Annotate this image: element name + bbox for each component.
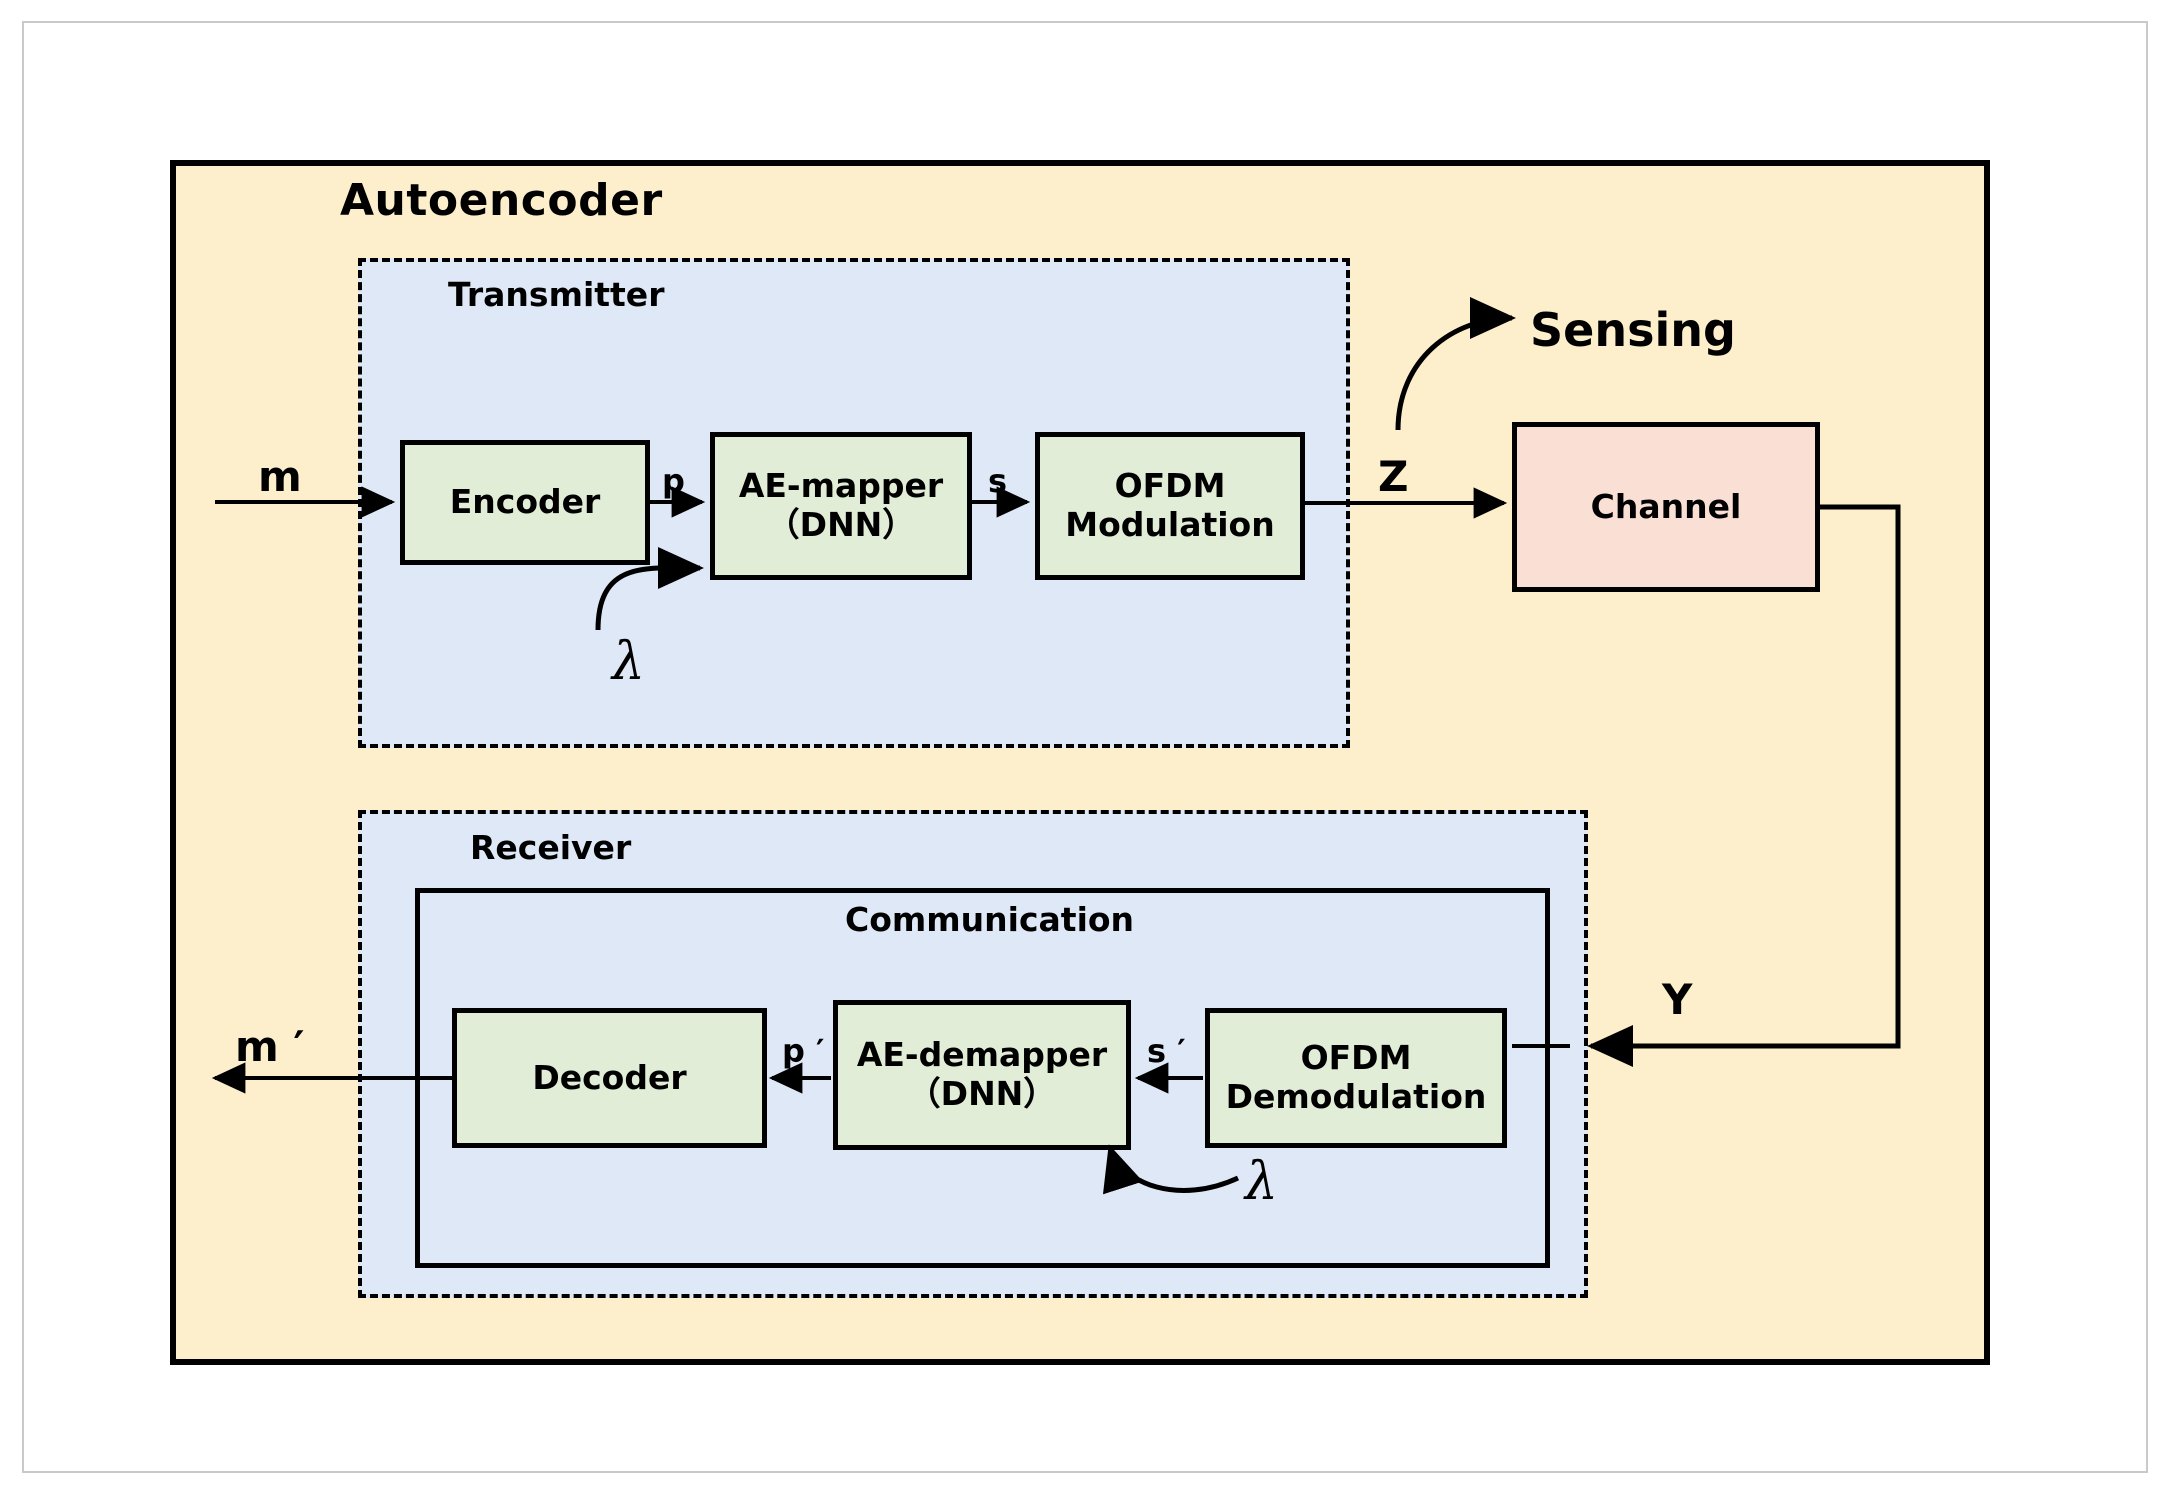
ae-mapper-label-line2: （DNN）: [766, 505, 916, 544]
ae-mapper-block[interactable]: AE-mapper （DNN）: [710, 432, 972, 580]
signal-label-z: Z: [1378, 452, 1409, 501]
ofdm-demodulation-label-line2: Demodulation: [1225, 1077, 1487, 1116]
ofdm-modulation-label-line1: OFDM: [1114, 466, 1226, 506]
ae-demapper-block[interactable]: AE-demapper （DNN）: [833, 1000, 1131, 1150]
autoencoder-label: Autoencoder: [340, 175, 663, 226]
ae-mapper-label-line1: AE-mapper: [738, 466, 944, 506]
wire-sensing-arrow: [1395, 297, 1517, 431]
wire-y-channel-to-receiver: [1586, 504, 1901, 1067]
ofdm-modulation-block[interactable]: OFDM Modulation: [1035, 432, 1305, 580]
ofdm-demodulation-block[interactable]: OFDM Demodulation: [1205, 1008, 1507, 1148]
sensing-label: Sensing: [1530, 303, 1736, 357]
ofdm-demodulation-label-line1: OFDM: [1300, 1038, 1412, 1078]
transmitter-label: Transmitter: [448, 275, 665, 314]
encoder-block-label: Encoder: [449, 482, 601, 522]
ofdm-modulation-label-line2: Modulation: [1065, 505, 1275, 544]
signal-label-y: Y: [1662, 975, 1693, 1024]
communication-label: Communication: [845, 900, 1135, 939]
image-border: [22, 21, 2148, 1473]
ae-demapper-label-line2: （DNN）: [907, 1074, 1057, 1113]
signal-label-m: m: [258, 452, 302, 501]
lambda-symbol-transmitter: λ: [612, 632, 645, 692]
wire-lambda-to-ae-mapper: [595, 546, 705, 631]
channel-block[interactable]: Channel: [1512, 422, 1820, 592]
ae-demapper-label-line1: AE-demapper: [856, 1035, 1108, 1075]
wire-lambda-to-ae-demapper: [1103, 1144, 1240, 1195]
receiver-label: Receiver: [470, 828, 632, 867]
decoder-block-label: Decoder: [532, 1057, 687, 1097]
encoder-block[interactable]: Encoder: [400, 440, 650, 565]
signal-label-m-prime: m ′: [235, 1022, 305, 1071]
lambda-symbol-receiver: λ: [1245, 1152, 1278, 1212]
channel-block-label: Channel: [1590, 486, 1742, 526]
